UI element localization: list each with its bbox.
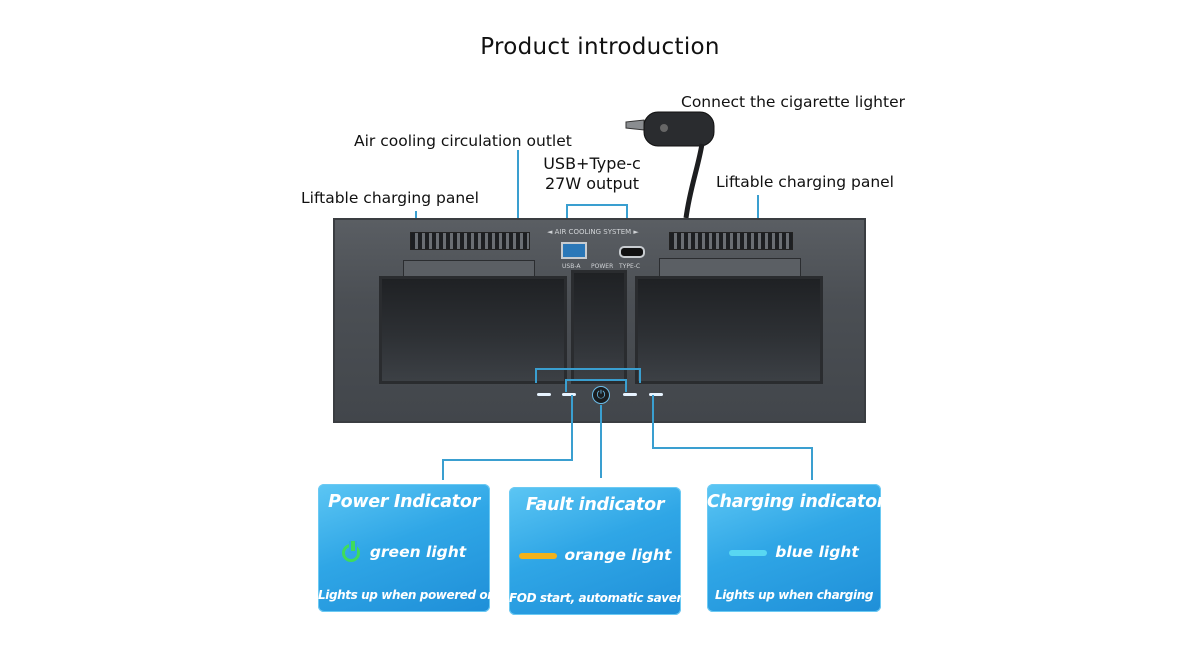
air-cooling-system-text: ◄ AIR COOLING SYSTEM ► xyxy=(547,228,639,236)
label-air-outlet: Air cooling circulation outlet xyxy=(354,132,572,150)
right-charging-bay xyxy=(635,276,823,384)
fault-indicator-desc: FOD start, automatic saver xyxy=(509,591,682,605)
orange-bar-icon xyxy=(518,552,557,559)
power-indicator-title: Power Indicator xyxy=(328,492,480,512)
fault-indicator-row: orange light xyxy=(509,546,681,564)
type-c-port xyxy=(619,246,645,258)
leader-usb-bracket xyxy=(566,204,628,206)
power-indicator-light: green light xyxy=(369,543,467,561)
power-indicator-card: Power Indicator green light Lights up wh… xyxy=(318,484,496,612)
power-icon xyxy=(341,540,360,562)
blue-bar-icon xyxy=(729,549,768,556)
charging-indicator-row: blue light xyxy=(707,543,881,561)
fault-indicator-title: Fault indicator xyxy=(525,495,665,515)
label-right-panel: Liftable charging panel xyxy=(716,173,894,191)
label-usb-line2: 27W output xyxy=(544,174,640,193)
led-right-1 xyxy=(623,393,637,396)
charging-indicator-desc: Lights up when charging xyxy=(714,588,874,602)
charging-indicator-title: Charging indicator xyxy=(707,492,886,512)
page-title: Product introduction xyxy=(480,34,720,60)
led-left-2 xyxy=(562,393,576,396)
power-indicator-row: green light xyxy=(318,540,490,562)
charger-device: ◄ AIR COOLING SYSTEM ► USB-A POWER TYPE-… xyxy=(333,218,866,423)
vent-right xyxy=(669,232,793,250)
vent-left xyxy=(410,232,530,250)
usb-a-text: USB-A xyxy=(562,263,581,270)
label-lighter: Connect the cigarette lighter xyxy=(681,93,905,111)
led-right-2 xyxy=(649,393,663,396)
usb-a-port xyxy=(561,242,587,259)
charging-indicator-light: blue light xyxy=(775,543,859,561)
fault-indicator-light: orange light xyxy=(564,546,672,564)
type-c-text: TYPE-C xyxy=(619,263,641,270)
charging-indicator-card: Charging indicator blue light Lights up … xyxy=(707,484,886,612)
leader-air-outlet xyxy=(517,150,519,232)
power-text: POWER xyxy=(591,263,614,270)
label-left-panel: Liftable charging panel xyxy=(301,189,479,207)
label-usb-line1: USB+Type-c xyxy=(543,154,641,173)
led-left-1 xyxy=(537,393,551,396)
power-button-icon: ⏻ xyxy=(592,386,610,404)
left-charging-bay xyxy=(379,276,567,384)
center-storage-bay xyxy=(571,270,627,384)
lighter-plug-icon xyxy=(625,111,715,219)
label-usb: USB+Type-c 27W output xyxy=(536,154,648,194)
power-indicator-desc: Lights up when powered on xyxy=(318,588,496,602)
fault-indicator-card: Fault indicator orange light FOD start, … xyxy=(509,487,682,615)
